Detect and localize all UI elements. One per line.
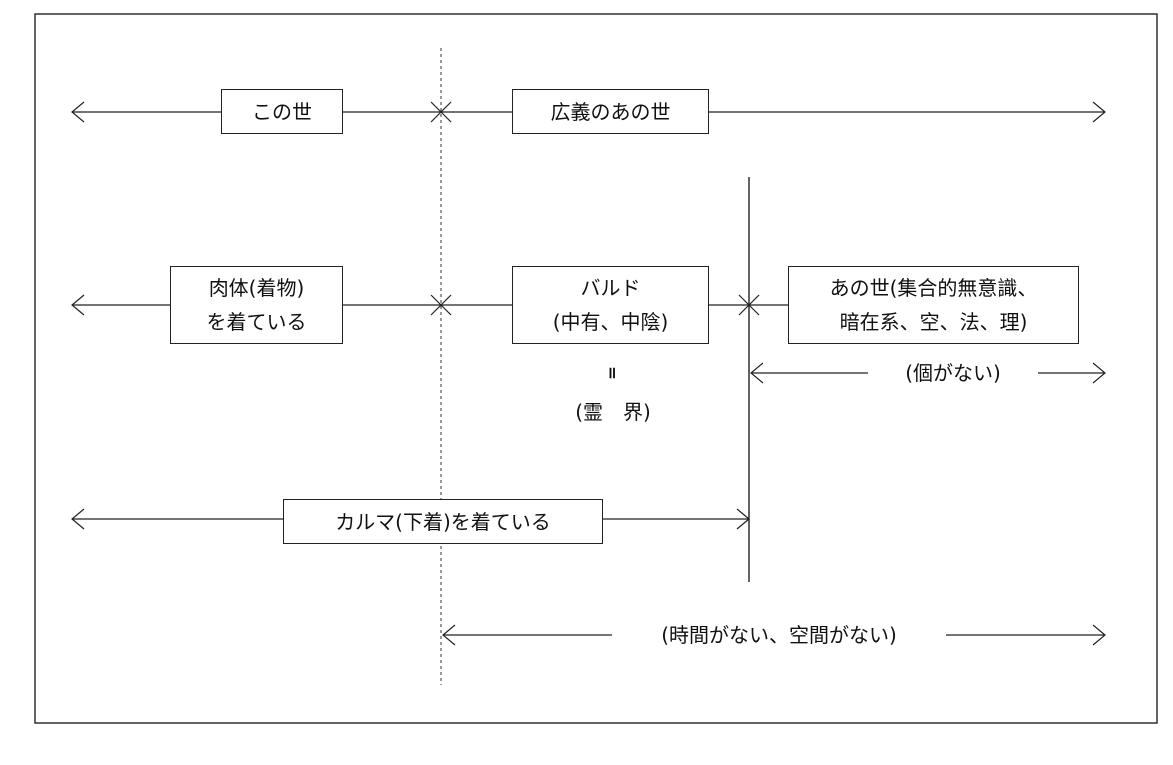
box-kono-yo-label: この世 (252, 99, 312, 124)
box-barudo: バルド (中有、中陰) (512, 266, 709, 344)
box-karuma: カルマ(下着)を着ている (283, 499, 603, 544)
row1-cross-b (430, 101, 452, 123)
row2-cross1-b (430, 294, 452, 316)
reikai-label: (霊 界) (552, 399, 674, 425)
jikan-arrow-right (1092, 624, 1106, 646)
box-kougi-ano-yo: 広義のあの世 (512, 89, 709, 134)
row1-arrow-right (1092, 101, 1106, 123)
row2-cross2-b (738, 294, 760, 316)
ko-ga-nai-label: (個がない) (868, 360, 1038, 386)
jikan-kuukan-label: (時間がない、空間がない) (612, 622, 946, 648)
box-nikutai-line2: を着ている (206, 310, 307, 334)
outer-frame (34, 13, 1158, 724)
box-ano-yo: あの世(集合的無意識、 暗在系、空、法、理) (788, 266, 1079, 344)
row2-arrow-left (71, 294, 85, 316)
equals-symbol: ॥ (606, 363, 618, 382)
kogai-arrow-left (750, 362, 764, 384)
kogai-arrow-right (1092, 362, 1106, 384)
jikan-arrow-left (442, 624, 456, 646)
box-kougi-ano-yo-label: 広義のあの世 (550, 99, 671, 124)
karuma-arrow-right (736, 508, 750, 530)
box-barudo-line1: バルド (580, 276, 641, 300)
box-ano-yo-line2: 暗在系、空、法、理) (839, 310, 1028, 334)
box-kono-yo: この世 (221, 89, 343, 134)
box-nikutai: 肉体(着物) を着ている (170, 266, 343, 344)
box-nikutai-line1: 肉体(着物) (208, 276, 305, 300)
box-karuma-label: カルマ(下着)を着ている (335, 509, 551, 534)
box-ano-yo-line1: あの世(集合的無意識、 (829, 276, 1038, 300)
row1-arrow-left (71, 101, 85, 123)
karuma-arrow-left (71, 508, 85, 530)
box-barudo-line2: (中有、中陰) (552, 310, 669, 334)
